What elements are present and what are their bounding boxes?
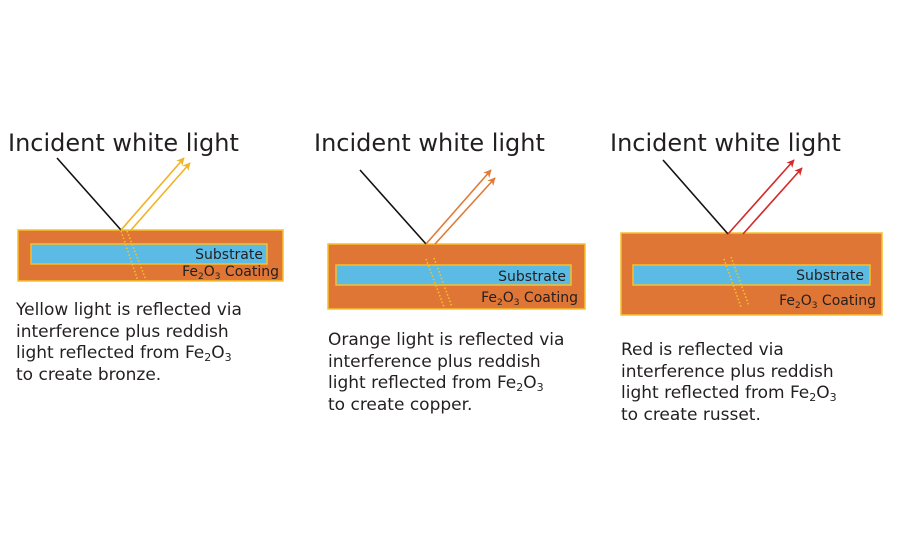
caption-line: to create bronze. <box>16 364 162 385</box>
panel-title: Incident white light <box>8 129 239 157</box>
panel-title: Incident white light <box>314 129 545 157</box>
caption-russet: Red is reflected via interference plus r… <box>621 340 837 426</box>
reflected-ray <box>120 157 185 231</box>
panel-copper: Incident white light Substrate Fe2O3 Coa… <box>314 129 586 310</box>
caption-copper: Orange light is reflected via interferen… <box>328 330 564 416</box>
caption-line: light reflected from Fe2O3 <box>621 383 837 404</box>
caption-line: light reflected from Fe2O3 <box>16 343 232 364</box>
caption-line: to create russet. <box>621 404 761 425</box>
coating-label: Fe2O3 Coating <box>779 293 876 311</box>
substrate-label: Substrate <box>498 269 566 285</box>
caption-line: Red is reflected via <box>621 340 784 360</box>
substrate-label: Substrate <box>796 268 864 284</box>
substrate-layer <box>335 264 572 286</box>
reflected-ray <box>434 177 496 245</box>
panel-bronze: Incident white light Substrate Fe2O3 Coa… <box>8 129 284 282</box>
incident-light-ray <box>359 169 427 245</box>
panel-russet: Incident white light Substrate Fe2O3 Coa… <box>610 129 883 316</box>
substrate-layer <box>632 264 871 286</box>
reflected-ray <box>130 162 191 231</box>
caption-line: interference plus reddish <box>16 321 229 342</box>
reflected-ray <box>425 169 492 245</box>
coating-label: Fe2O3 Coating <box>481 290 578 308</box>
caption-line: light reflected from Fe2O3 <box>328 373 544 394</box>
caption-line: interference plus reddish <box>621 361 834 382</box>
caption-line: to create copper. <box>328 394 473 415</box>
coating-label: Fe2O3 Coating <box>182 264 279 282</box>
caption-bronze: Yellow light is reflected via interferen… <box>16 300 242 386</box>
refracted-path <box>425 258 445 308</box>
caption-line: interference plus reddish <box>328 351 541 372</box>
caption-line: Yellow light is reflected via <box>16 300 242 320</box>
caption-line: Orange light is reflected via <box>328 330 565 350</box>
incident-light-ray <box>662 159 729 235</box>
incident-light-ray <box>56 157 122 231</box>
refracted-path <box>723 258 742 308</box>
reflected-ray <box>727 159 795 235</box>
substrate-layer <box>30 243 268 265</box>
substrate-label: Substrate <box>195 247 263 263</box>
panel-title: Incident white light <box>610 129 841 157</box>
reflected-ray <box>742 167 803 235</box>
